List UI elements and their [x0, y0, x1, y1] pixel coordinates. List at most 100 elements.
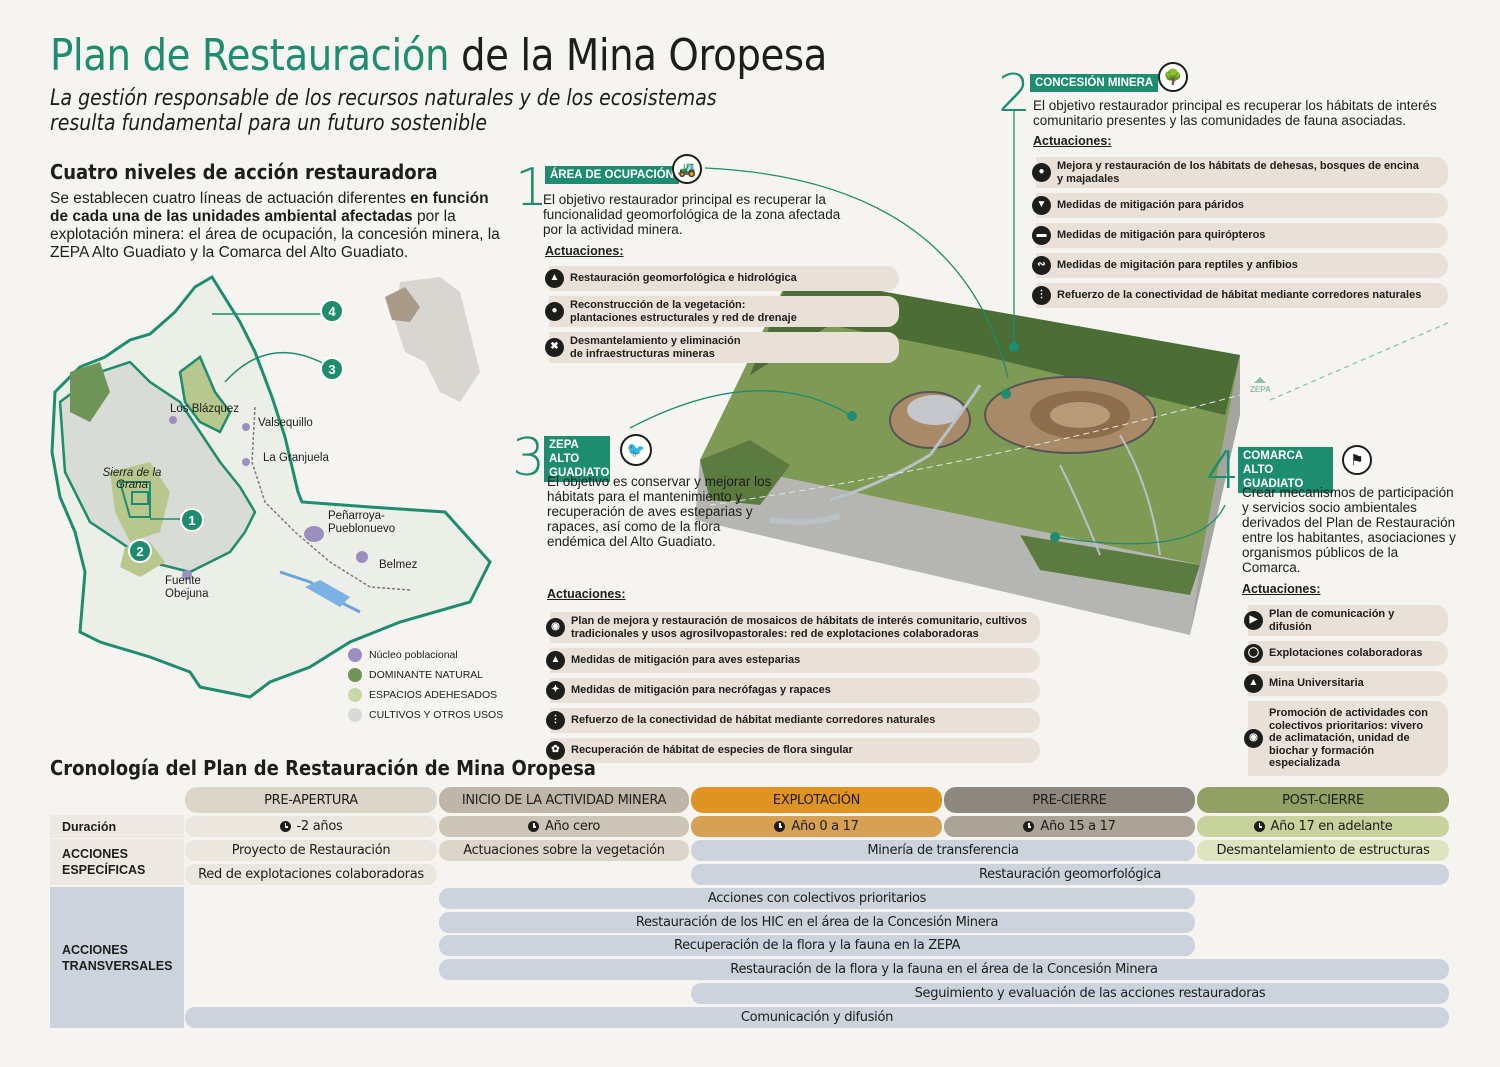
clock-icon [528, 821, 539, 832]
phase-inicio[interactable]: INICIO DE LA ACTIVIDAD MINERA [439, 787, 689, 813]
row-label-bg [50, 815, 184, 838]
action-item: ◉Promoción de actividades con colectivos… [1244, 701, 1448, 776]
legend-item: Núcleo poblacional [348, 648, 503, 662]
phase-post-cierre[interactable]: POST-CIERRE [1197, 787, 1449, 813]
row-label-bg [50, 839, 184, 885]
action-item: ✖Desmantelamiento y eliminación de infra… [545, 332, 899, 363]
tractor-icon: ◉ [546, 618, 565, 637]
timeline-bar: Desmantelamiento de estructuras [1197, 840, 1449, 861]
action-item: ▶Plan de comunicación y difusión [1244, 605, 1448, 636]
map-badge-2[interactable]: 2 [128, 539, 152, 563]
action-item: ◉Plan de mejora y restauración de mosaic… [546, 612, 1040, 643]
graduation-cap-icon: ▲ [1244, 674, 1263, 693]
section-tag: CONCESIÓN MINERA [1030, 74, 1159, 92]
timeline-title: Cronología del Plan de Restauración de M… [50, 756, 596, 780]
action-item: ●Reconstrucción de la vegetación: planta… [545, 296, 899, 327]
mountain-label: Sierra de la Grana [102, 467, 162, 491]
legend-item: ESPACIOS ADEHESADOS [348, 688, 503, 702]
action-item: ▬Medidas de mitigación para quirópteros [1032, 223, 1448, 248]
timeline-bar: Actuaciones sobre la vegetación [439, 840, 689, 861]
handshake-icon: ◯ [1244, 644, 1263, 663]
timeline-bar: Restauración de la flora y la fauna en e… [439, 959, 1449, 980]
megaphone-icon: ▶ [1244, 611, 1263, 630]
action-item: ◯Explotaciones colaboradoras [1244, 641, 1448, 666]
dump-truck-icon: 🚜 [672, 154, 702, 184]
action-item: ▲Mina Universitaria [1244, 671, 1448, 696]
region-map-icon: ⚑ [1342, 445, 1372, 475]
timeline-bar: Comunicación y difusión [185, 1007, 1449, 1028]
town-label: Belmez [379, 559, 418, 571]
legend-swatch [348, 708, 362, 722]
row-label-specific: ACCIONES ESPECÍFICAS [62, 847, 146, 877]
lizard-icon: ∾ [1032, 256, 1051, 275]
row-label-duration: Duración [62, 819, 117, 834]
timeline-bar: Seguimiento y evaluación de las acciones… [691, 983, 1449, 1004]
timeline-bar: Red de explotaciones colaboradoras [185, 864, 437, 885]
action-item: ▲Medidas de mitigación para aves estepar… [546, 648, 1040, 673]
terrain-icon: ▲ [545, 269, 564, 288]
share-icon: ⋮ [1032, 286, 1051, 305]
phase-pre-apertura[interactable]: PRE-APERTURA [185, 787, 437, 813]
phase-pre-cierre[interactable]: PRE-CIERRE [944, 787, 1195, 813]
timeline-bar: Acciones con colectivos prioritarios [439, 888, 1195, 909]
duration-cell: Año 17 en adelante [1197, 816, 1449, 837]
oak-tree-icon: ● [1032, 163, 1051, 182]
people-icon: ◉ [1244, 728, 1263, 748]
timeline-table: Duración ACCIONES ESPECÍFICAS ACCIONES T… [50, 787, 1450, 1032]
clock-icon [279, 821, 291, 832]
tools-icon: ✖ [545, 338, 564, 357]
bat-icon: ▬ [1032, 226, 1051, 245]
action-item: ⋮Refuerzo de la conectividad de hábitat … [1032, 283, 1448, 308]
row-label-bg [50, 887, 184, 1028]
intro-text: Se establecen cuatro líneas de actuación… [50, 190, 500, 261]
page-title: Plan de Restauración de la Mina Oropesa [50, 30, 827, 81]
duration-cell: Año cero [439, 816, 689, 837]
flower-icon: ✿ [546, 741, 565, 760]
action-item: ▼Medidas de mitigación para páridos [1032, 193, 1448, 218]
legend-item: CULTIVOS Y OTROS USOS [348, 708, 503, 722]
duration-cell: Año 0 a 17 [691, 816, 942, 837]
action-item: ✿Recuperación de hábitat de especies de … [546, 738, 1040, 763]
bird-icon: ▼ [1032, 196, 1051, 215]
duration-cell: -2 años [185, 816, 437, 837]
action-item: ∾Medidas de migitación para reptiles y a… [1032, 253, 1448, 278]
share-icon: ⋮ [546, 711, 565, 730]
bird-icon: 🐦 [620, 434, 652, 466]
clock-icon [1253, 821, 1265, 832]
phase-explotacion[interactable]: EXPLOTACIÓN [691, 787, 942, 813]
timeline-bar: Recuperación de la flora y la fauna en l… [439, 935, 1195, 956]
town-label: Los Blázquez [170, 403, 240, 415]
forest-icon: 🌳 [1158, 62, 1188, 92]
raptor-icon: ✦ [546, 681, 565, 700]
page-subtitle: La gestión responsable de los recursos n… [50, 86, 717, 136]
action-item: ⋮Refuerzo de la conectividad de hábitat … [546, 708, 1040, 733]
section-tag: COMARCA ALTO GUADIATO [1238, 447, 1333, 493]
action-item: ✦Medidas de mitigación para necrófagas y… [546, 678, 1040, 703]
timeline-bar: Restauración geomorfológica [691, 864, 1449, 885]
row-label-transversal: ACCIONES TRANSVERSALES [62, 942, 173, 973]
zepa-marker: ZEPA [1250, 377, 1271, 394]
tree-icon: ● [545, 302, 564, 321]
town-label: Fuente Obejuna [165, 575, 209, 600]
timeline-bar: Proyecto de Restauración [185, 840, 437, 861]
town-label: Peñarroya-Pueblonuevo [328, 510, 396, 535]
legend-swatch [348, 688, 362, 702]
timeline-bar: Restauración de los HIC en el área de la… [439, 912, 1195, 933]
legend-item: DOMINANTE NATURAL [348, 668, 503, 682]
clock-icon [774, 821, 786, 832]
map-legend: Núcleo poblacional DOMINANTE NATURAL ESP… [348, 648, 503, 728]
bustard-icon: ▲ [546, 651, 565, 670]
map-badge-4[interactable]: 4 [320, 299, 344, 323]
town-label: La Granjuela [263, 452, 329, 464]
section-tag: ZEPA ALTO GUADIATO [544, 436, 610, 482]
clock-icon [1023, 821, 1035, 832]
timeline-bar: Minería de transferencia [691, 840, 1195, 861]
action-item: ●Mejora y restauración de los hábitats d… [1032, 157, 1448, 188]
intro-heading: Cuatro niveles de acción restauradora [50, 160, 438, 184]
section-tag: ÁREA DE OCUPACIÓN [545, 166, 679, 184]
map-badge-1[interactable]: 1 [180, 508, 204, 532]
town-label: Valsequillo [258, 417, 313, 429]
action-item: ▲Restauración geomorfológica e hidrológi… [545, 266, 899, 291]
map-badge-3[interactable]: 3 [320, 357, 344, 381]
legend-swatch [348, 668, 362, 682]
